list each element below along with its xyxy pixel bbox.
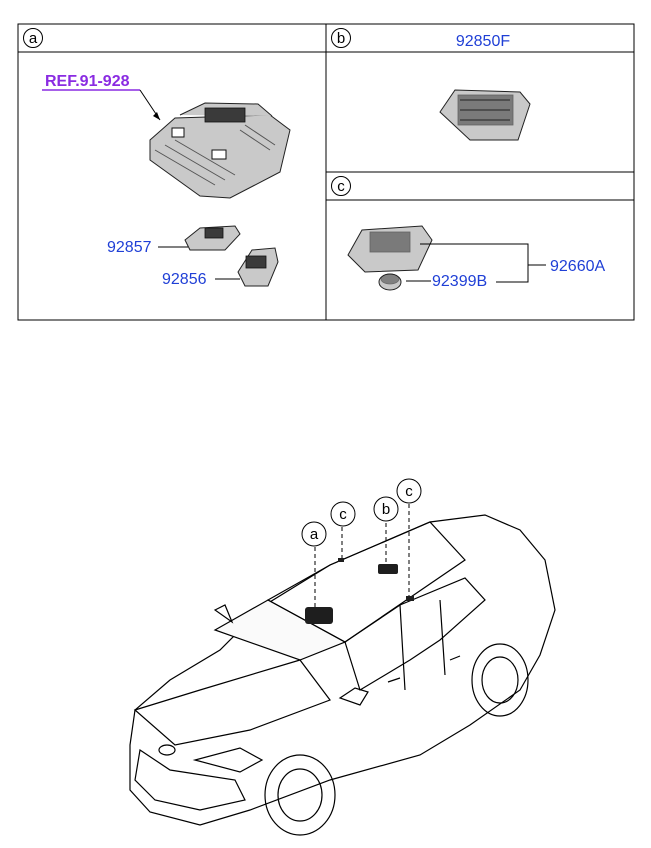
svg-text:c: c [339, 506, 347, 523]
part-number-92660a[interactable]: 92660A [550, 258, 605, 275]
svg-text:c: c [405, 483, 413, 500]
callout-leaders [314, 504, 410, 607]
part-number-92399b[interactable]: 92399B [432, 273, 487, 290]
panel-b-tag: b [337, 30, 345, 47]
panel-a-tag: a [29, 30, 38, 47]
callout-a: a [301, 521, 327, 547]
svg-text:b: b [382, 501, 390, 518]
callout-b: b [373, 496, 399, 522]
lamp-92857-image [184, 225, 241, 251]
panel-grid [17, 23, 635, 321]
panel-c-content: 92399B 92660A [347, 225, 605, 291]
svg-text:a: a [310, 526, 319, 543]
roof-part-a [305, 607, 333, 624]
panel-b-content [439, 89, 531, 141]
car-illustration [129, 514, 556, 836]
ref-label[interactable]: REF.91-928 [45, 73, 130, 90]
panel-b-header: b 92850F [331, 28, 510, 50]
part-number-92857[interactable]: 92857 [107, 239, 152, 256]
overhead-console-image [149, 102, 291, 199]
panel-c-header: c [331, 176, 351, 196]
lamp-92850f-image [439, 89, 531, 141]
panel-c-tag: c [337, 178, 345, 195]
part-number-92856[interactable]: 92856 [162, 271, 207, 288]
callout-c2: c [396, 478, 422, 504]
part-number-92850f[interactable]: 92850F [456, 33, 510, 50]
roof-part-b [378, 564, 398, 574]
lamp-92660a-image [347, 225, 433, 273]
roof-part-c1 [338, 558, 344, 562]
callout-c1: c [330, 501, 356, 527]
roof-part-c2 [406, 596, 414, 601]
lamp-92856-image [237, 247, 279, 287]
panel-a-header: a [23, 28, 43, 48]
bulb-92399b-image [378, 273, 402, 291]
panel-a-content: REF.91-928 92857 92856 [42, 73, 291, 288]
